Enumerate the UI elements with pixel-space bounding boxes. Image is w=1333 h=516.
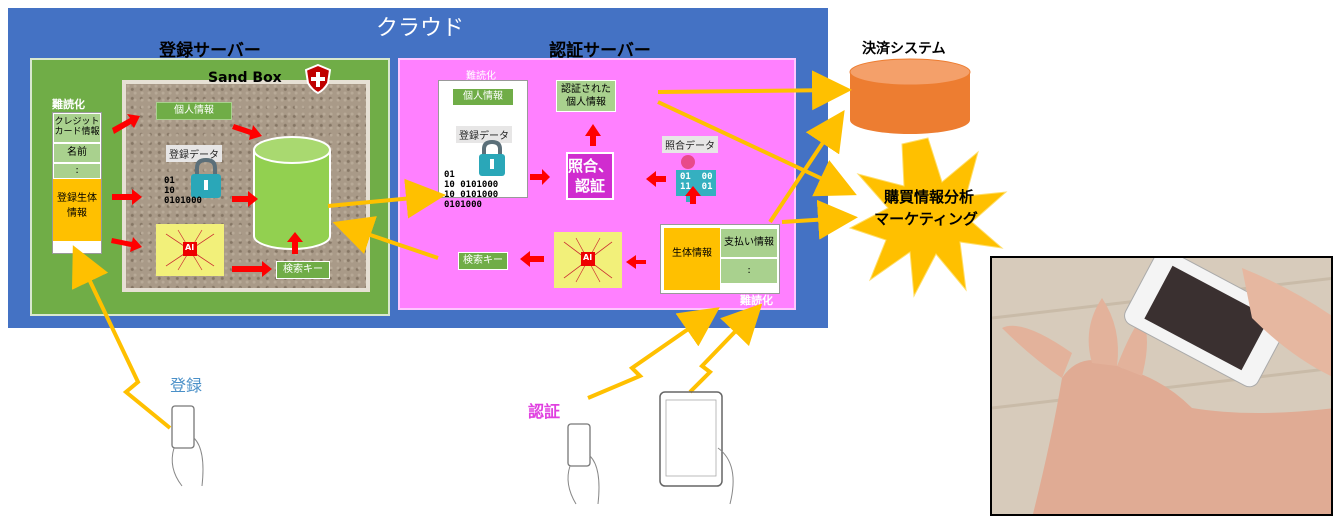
reg-search-key: 検索キー: [276, 261, 330, 279]
auth-phone-icon: [567, 423, 600, 505]
payment-info: 支払い情報: [720, 228, 778, 258]
yellow-arrows: [71, 70, 858, 430]
register-phone-icon: [171, 405, 204, 487]
reg-binary: 01 10 0101000: [164, 176, 202, 206]
more-field: :: [53, 163, 101, 179]
auth-ai-network-icon: [563, 237, 613, 283]
palm-scan-photo: [990, 256, 1333, 516]
lock-icon: [191, 158, 221, 198]
registration-database: [253, 136, 331, 250]
auth-binary: 01 10 0101000 10 0101000 0101000: [444, 170, 499, 210]
auth-label: 認証: [528, 402, 561, 421]
key-binary: 01 00 11 01: [680, 172, 713, 192]
match-auth-box: 照合、 認証: [566, 152, 614, 200]
reg-obfuscated-label: 難読化: [52, 98, 85, 111]
registration-server-title: 登録サーバー: [159, 41, 261, 61]
auth-lock-icon: [479, 140, 505, 176]
auth-ai-label: AI: [583, 253, 593, 262]
payment-database: [849, 58, 971, 134]
auth-registration-data: 登録データ: [456, 126, 512, 143]
marketing-burst: [848, 137, 1008, 298]
bio-info: 生体情報: [664, 228, 720, 290]
palm-scan-illustration: [992, 258, 1331, 514]
registered-bio-info: 登録生体 情報: [53, 179, 101, 241]
sandbox-label: Sand Box: [208, 70, 282, 86]
reg-ai-box: AI: [156, 224, 224, 276]
auth-search-key: 検索キー: [458, 252, 508, 270]
marketing-line2: マーケティング: [874, 210, 978, 228]
auth-ai-box: AI: [554, 232, 622, 288]
reg-ai-label: AI: [185, 243, 195, 252]
match-data-label: 照合データ: [662, 136, 718, 153]
register-label: 登録: [170, 376, 203, 395]
cloud-title: クラウド: [375, 16, 464, 41]
auth-server-title: 認証サーバー: [549, 41, 651, 61]
auth-personal-info: 個人情報: [452, 88, 514, 106]
ai-network-icon: [165, 229, 215, 271]
auth-obfuscated-label: 難読化: [466, 71, 496, 82]
reg-personal-info: 個人情報: [156, 102, 232, 120]
reg-registration-data: 登録データ: [166, 145, 222, 162]
marketing-line1: 購買情報分析: [883, 188, 974, 206]
red-arrows: [111, 114, 701, 277]
payment-system-label: 決済システム: [862, 41, 946, 57]
payment-more: :: [720, 258, 778, 284]
reg-card-document: クレジット カード情報 名前 : 登録生体 情報: [52, 112, 102, 254]
name-field: 名前: [53, 143, 101, 163]
verified-personal-info: 認証された 個人情報: [556, 80, 616, 112]
shield-icon: [305, 64, 331, 94]
tablet-icon: [659, 391, 734, 505]
credit-card-info: クレジット カード情報: [53, 113, 101, 143]
